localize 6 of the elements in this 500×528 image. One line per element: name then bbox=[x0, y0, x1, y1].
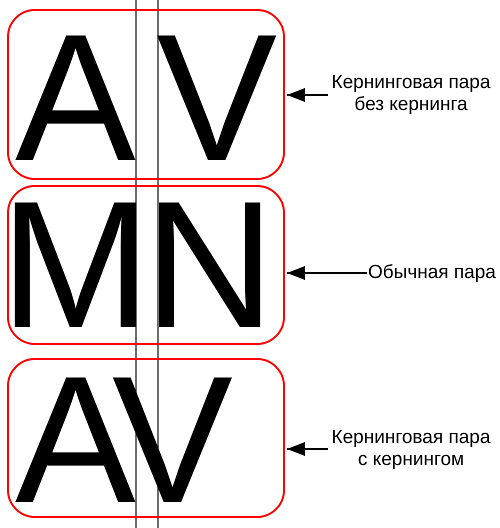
callout-text: Обычная пара bbox=[368, 262, 496, 284]
arrow bbox=[287, 266, 367, 280]
callout-text: Кернинговая пара без кернинга bbox=[329, 72, 493, 116]
arrow bbox=[287, 88, 328, 102]
callout-text: Кернинговая пара с кернингом bbox=[329, 427, 493, 471]
arrow bbox=[287, 442, 328, 456]
